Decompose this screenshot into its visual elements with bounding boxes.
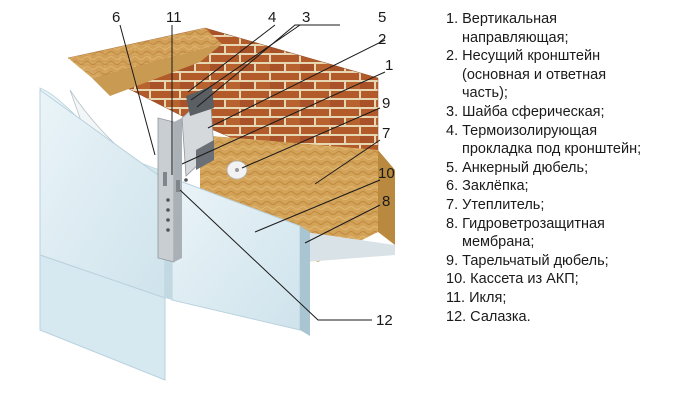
component-legend: 1. Вертикальная направляющая; 2. Несущий… xyxy=(446,10,696,326)
legend-item-4: 4. Термоизолирующая xyxy=(446,122,598,139)
legend-item-8: 8. Гидроветрозащитная xyxy=(446,215,605,232)
callout-numbers: 6 11 4 3 5 2 1 9 7 10 8 12 xyxy=(112,9,395,329)
legend-item-6: 6. Заклёпка; xyxy=(446,178,529,195)
callout-10: 10 xyxy=(378,165,395,182)
legend-item-7: 7. Утеплитель; xyxy=(446,196,545,213)
callout-6: 6 xyxy=(112,9,120,26)
callout-leader-lines xyxy=(119,24,386,321)
plate-dowel xyxy=(226,160,248,180)
callout-3: 3 xyxy=(302,9,310,26)
legend-item-1-cont: направляющая; xyxy=(462,29,569,46)
facade-cross-section-diagram: 6 11 4 3 5 2 1 9 7 10 8 12 xyxy=(39,9,395,381)
facade-cassette-panels xyxy=(39,89,310,381)
legend-item-2-cont: (основная и ответная xyxy=(462,66,607,83)
callout-4: 4 xyxy=(268,9,276,26)
legend-item-3: 3. Шайба сферическая; xyxy=(446,103,605,120)
legend-item-10: 10. Кассета из АКП; xyxy=(446,271,579,288)
legend-item-12: 12. Салазка. xyxy=(446,308,531,325)
callout-8: 8 xyxy=(382,193,390,210)
bearing-bracket xyxy=(181,86,215,177)
callout-11: 11 xyxy=(166,9,182,26)
legend-item-4-cont: прокладка под кронштейн; xyxy=(462,141,642,158)
callout-2: 2 xyxy=(378,31,386,48)
callout-12: 12 xyxy=(376,312,393,329)
legend-item-1: 1. Вертикальная xyxy=(446,11,558,27)
callout-1: 1 xyxy=(385,57,393,74)
callout-5: 5 xyxy=(378,9,386,26)
legend-item-11: 11. Икля; xyxy=(446,289,507,306)
legend-item-5: 5. Анкерный дюбель; xyxy=(446,159,589,176)
vertical-guide-rail xyxy=(157,117,182,263)
legend-item-2-cont2: часть); xyxy=(462,85,508,102)
legend-item-9: 9. Тарельчатый дюбель; xyxy=(446,252,609,269)
callout-9: 9 xyxy=(382,95,390,112)
panel-clips xyxy=(163,172,180,192)
legend-item-2: 2. Несущий кронштейн xyxy=(446,48,601,65)
legend-item-8-cont: мембрана; xyxy=(462,234,535,251)
callout-7: 7 xyxy=(382,125,390,142)
